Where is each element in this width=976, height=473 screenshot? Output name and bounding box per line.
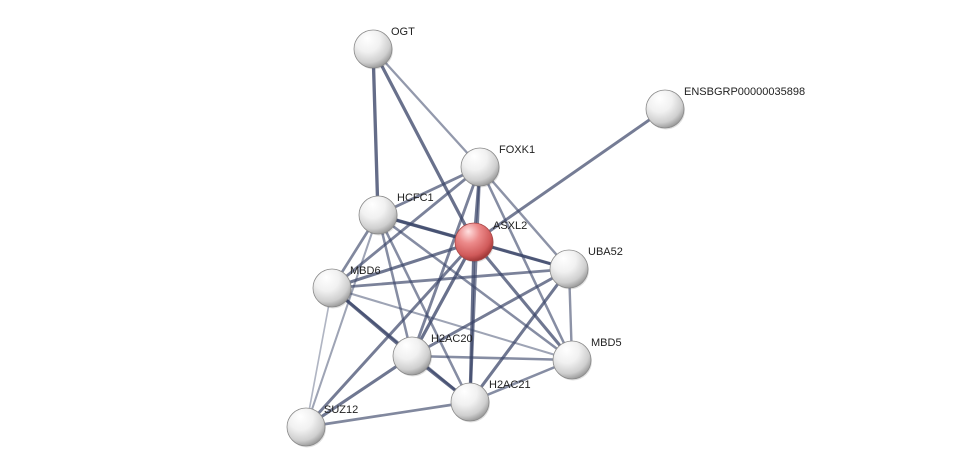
edge-mbd6-mbd5[interactable]: [330, 286, 574, 362]
node-label: MBD6: [350, 265, 381, 277]
node-asxl2[interactable]: ASXL2: [454, 220, 527, 263]
edge-h2ac20-suz12[interactable]: [304, 354, 414, 429]
edge-hcfc1-mbd5[interactable]: [376, 213, 574, 362]
node-ensbgrp00000035898[interactable]: ENSBGRP00000035898: [645, 86, 805, 130]
edge-ogt-hcfc1[interactable]: [371, 47, 380, 217]
edge-hcfc1-h2ac21[interactable]: [376, 213, 472, 404]
edge-foxk1-uba52[interactable]: [478, 165, 571, 271]
nodes-layer: OGT ENSBGRP00000035898FOXK1HCFC1ASXL2UBA5…: [286, 26, 805, 448]
edge-ogt-asxl2[interactable]: [371, 47, 476, 244]
edge-h2ac21-suz12[interactable]: [304, 400, 472, 429]
node-h2ac20[interactable]: H2AC20: [392, 333, 473, 377]
node-label: ENSBGRP00000035898: [684, 86, 805, 98]
node-label: MBD5: [591, 337, 622, 349]
node-label: FOXK1: [499, 144, 535, 156]
edge-foxk1-h2ac20[interactable]: [410, 165, 482, 358]
node-sphere[interactable]: [312, 268, 352, 308]
node-sphere[interactable]: [286, 407, 326, 447]
node-foxk1[interactable]: FOXK1: [460, 144, 535, 188]
edge-foxk1-mbd6[interactable]: [330, 165, 482, 290]
edge-uba52-h2ac20[interactable]: [410, 267, 571, 358]
node-label: HCFC1: [397, 192, 434, 204]
edge-ogt-foxk1[interactable]: [371, 47, 482, 169]
node-label: SUZ12: [324, 404, 358, 416]
edge-foxk1-mbd5[interactable]: [478, 165, 574, 362]
node-sphere[interactable]: [549, 249, 589, 289]
node-sphere[interactable]: [392, 336, 432, 376]
node-mbd6[interactable]: MBD6: [312, 265, 381, 309]
node-label: UBA52: [588, 246, 623, 258]
node-sphere[interactable]: [460, 147, 500, 187]
edge-h2ac20-mbd5[interactable]: [410, 354, 574, 362]
node-sphere[interactable]: [450, 382, 490, 422]
edge-asxl2-mbd6[interactable]: [330, 240, 476, 290]
node-mbd5[interactable]: MBD5: [552, 337, 622, 381]
node-hcfc1[interactable]: HCFC1: [358, 192, 434, 236]
edge-hcfc1-suz12[interactable]: [304, 213, 380, 429]
edge-asxl2-mbd5[interactable]: [472, 240, 574, 362]
node-sphere[interactable]: [353, 29, 393, 69]
node-ogt[interactable]: OGT: [353, 26, 415, 70]
node-sphere[interactable]: [358, 195, 398, 235]
node-sphere[interactable]: [645, 89, 685, 129]
node-h2ac21[interactable]: H2AC21: [450, 379, 531, 423]
node-suz12[interactable]: SUZ12: [286, 404, 358, 448]
edge-mbd6-suz12[interactable]: [305, 287, 333, 428]
node-uba52[interactable]: UBA52: [549, 246, 623, 290]
node-label: ASXL2: [493, 220, 527, 232]
node-label: H2AC21: [489, 379, 531, 391]
edge-hcfc1-h2ac20[interactable]: [376, 213, 414, 358]
node-sphere[interactable]: [454, 222, 494, 262]
edge-asxl2-h2ac20[interactable]: [410, 240, 476, 358]
node-label: OGT: [391, 26, 415, 38]
node-label: H2AC20: [431, 333, 473, 345]
edge-mbd6-uba52[interactable]: [330, 267, 571, 290]
node-sphere[interactable]: [552, 340, 592, 380]
edge-uba52-h2ac21[interactable]: [468, 267, 571, 404]
